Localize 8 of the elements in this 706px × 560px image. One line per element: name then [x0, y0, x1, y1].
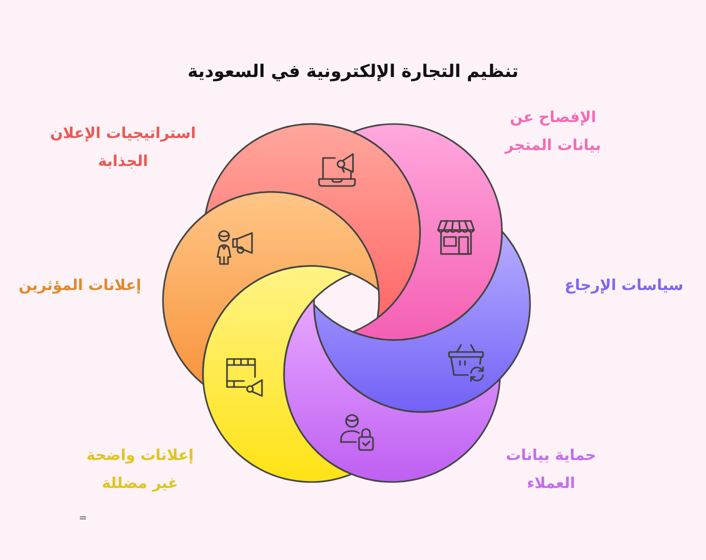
topic-label: الإفصاح عن بيانات المتجر: [504, 107, 602, 156]
topic-label: استراتيجيات الإعلان الجذابة: [49, 123, 197, 172]
topic-label: سياسات الإرجاع: [564, 275, 684, 296]
topic-label: حماية بيانات العملاء: [504, 445, 598, 494]
symbol-text: =: [78, 513, 88, 525]
topic-label: إعلانات واضحة غير مضللة: [85, 445, 195, 494]
diagram-title: تنظيم التجارة الإلكترونية في السعودية: [188, 61, 518, 84]
topic-label: إعلانات المؤثرين: [18, 275, 142, 296]
